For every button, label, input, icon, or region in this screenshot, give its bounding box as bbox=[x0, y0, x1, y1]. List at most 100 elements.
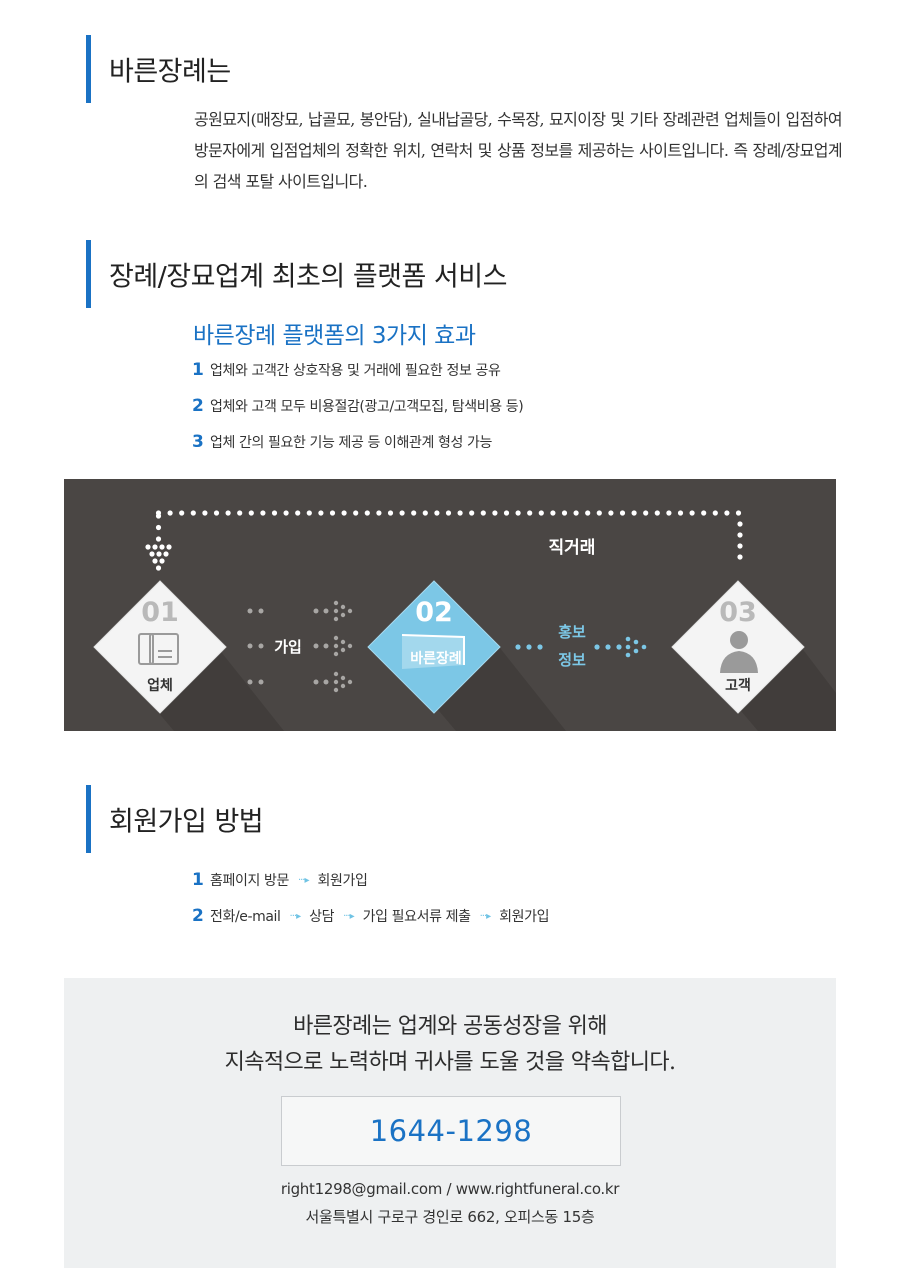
arrow-dot bbox=[347, 679, 353, 685]
path-dot bbox=[225, 510, 231, 516]
arrow-dot bbox=[333, 671, 339, 677]
arrow-dot bbox=[333, 651, 339, 657]
node-label: 업체 bbox=[147, 678, 173, 694]
path-dot bbox=[387, 510, 394, 516]
arrow-dot bbox=[340, 612, 346, 618]
intro-paragraph: 공원묘지(매장묘, 납골묘, 봉안담), 실내납골당, 수목장, 묘지이장 및 … bbox=[194, 110, 843, 191]
arrow-dot bbox=[340, 604, 346, 610]
path-dot bbox=[631, 510, 637, 516]
path-dot bbox=[329, 510, 336, 516]
arrow-dot bbox=[333, 616, 339, 622]
item-text: 업체와 고객 모두 비용절감(광고/고객모집, 탐색비용 등) bbox=[210, 399, 524, 415]
path-dot bbox=[735, 510, 742, 516]
step-text: 상담 bbox=[309, 909, 335, 925]
item-number: 2 bbox=[192, 396, 204, 416]
item-text: 업체 간의 필요한 기능 제공 등 이해관계 형성 가능 bbox=[210, 435, 493, 451]
path-dot bbox=[445, 510, 452, 516]
arrow-dot bbox=[333, 643, 339, 649]
path-dot bbox=[341, 510, 347, 516]
arrow-right-icon: ···▸ bbox=[343, 910, 355, 922]
node-shadow bbox=[434, 643, 566, 731]
phone-box: 1644-1298 bbox=[281, 1096, 621, 1166]
step-number: 1 bbox=[192, 870, 204, 890]
path-dot bbox=[619, 510, 626, 516]
node-number: 03 bbox=[719, 597, 757, 628]
section-title: 회원가입 방법 bbox=[109, 806, 264, 838]
promo-label: 홍보 bbox=[558, 623, 586, 641]
path-dot bbox=[480, 510, 486, 516]
path-dot bbox=[585, 510, 591, 516]
arrow-dot bbox=[347, 608, 353, 614]
path-dot bbox=[376, 510, 382, 516]
step-text: 회원가입 bbox=[499, 909, 550, 925]
arrow-dot bbox=[333, 687, 339, 693]
diagram-svg: 직거래 01 업체 가입 02 bbox=[64, 479, 836, 731]
path-dot bbox=[260, 510, 266, 516]
item-number: 1 bbox=[192, 360, 204, 380]
arrow-dot bbox=[347, 643, 353, 649]
arrow-right-icon: ···▸ bbox=[297, 874, 310, 886]
path-dot bbox=[318, 510, 324, 516]
path-dot bbox=[666, 510, 672, 516]
path-dot bbox=[190, 510, 196, 516]
path-dot bbox=[561, 510, 568, 516]
slogan-line-1: 바른장례는 업계와 공동성장을 위해 bbox=[293, 1014, 607, 1039]
arrow-dot bbox=[333, 600, 339, 606]
path-dot bbox=[538, 510, 544, 516]
path-dot bbox=[283, 510, 289, 516]
path-dot bbox=[701, 510, 707, 516]
down-arrow-icon bbox=[145, 544, 172, 571]
path-dot bbox=[737, 554, 743, 560]
arrow-dot bbox=[333, 635, 339, 641]
arrow-dot bbox=[333, 679, 339, 685]
path-dot bbox=[271, 510, 278, 516]
path-dot bbox=[724, 510, 730, 516]
path-dot bbox=[202, 510, 208, 516]
section-heading-intro: 바른장례는 bbox=[86, 35, 231, 103]
slogan-line-2: 지속적으로 노력하며 귀사를 도울 것을 약속합니다. bbox=[224, 1050, 676, 1075]
path-dot bbox=[737, 532, 743, 538]
step-text: 회원가입 bbox=[317, 873, 368, 889]
join-label: 가입 bbox=[274, 638, 302, 656]
path-dot bbox=[306, 510, 312, 516]
section-heading-platform: 장례/장묘업계 최초의 플랫폼 서비스 bbox=[86, 240, 507, 308]
arrow-dot bbox=[340, 675, 346, 681]
node-shadow bbox=[736, 643, 836, 731]
path-dot bbox=[434, 510, 440, 516]
direct-trade-path bbox=[155, 510, 743, 560]
contact-panel: 바른장례는 업계와 공동성장을 위해 지속적으로 노력하며 귀사를 도울 것을 … bbox=[64, 978, 836, 1268]
email-website[interactable]: right1298@gmail.com / www.rightfuneral.c… bbox=[280, 1180, 620, 1198]
path-dot bbox=[422, 510, 428, 516]
step-text: 전화/e-mail bbox=[210, 909, 281, 925]
path-dot bbox=[737, 521, 743, 527]
list-item: 1 홈페이지 방문 ···▸ 회원가입 bbox=[192, 862, 549, 898]
path-dot bbox=[469, 510, 475, 516]
person-icon bbox=[720, 631, 758, 673]
node-label: 고객 bbox=[725, 677, 751, 694]
path-dot bbox=[573, 510, 579, 516]
path-dot bbox=[492, 510, 498, 516]
list-item: 2 업체와 고객 모두 비용절감(광고/고객모집, 탐색비용 등) bbox=[192, 388, 524, 424]
path-dot bbox=[295, 510, 301, 516]
join-arrows bbox=[247, 608, 329, 685]
platform-diagram: 직거래 01 업체 가입 02 bbox=[64, 479, 836, 731]
path-dot bbox=[399, 510, 405, 516]
promo-arrows bbox=[515, 636, 647, 658]
phone-number[interactable]: 1644-1298 bbox=[369, 1114, 533, 1148]
path-dot bbox=[155, 510, 162, 516]
arrow-dot bbox=[340, 647, 346, 653]
node-number: 02 bbox=[415, 597, 453, 628]
path-dot bbox=[654, 510, 660, 516]
phone-icon bbox=[138, 633, 179, 665]
node-number: 01 bbox=[141, 597, 179, 628]
path-dot bbox=[550, 510, 556, 516]
path-dot bbox=[608, 510, 614, 516]
path-dot bbox=[411, 510, 417, 516]
direct-trade-label: 직거래 bbox=[549, 538, 596, 558]
info-label: 정보 bbox=[558, 651, 586, 669]
node-company: 01 업체 bbox=[93, 580, 227, 714]
arrow-dot bbox=[340, 639, 346, 645]
